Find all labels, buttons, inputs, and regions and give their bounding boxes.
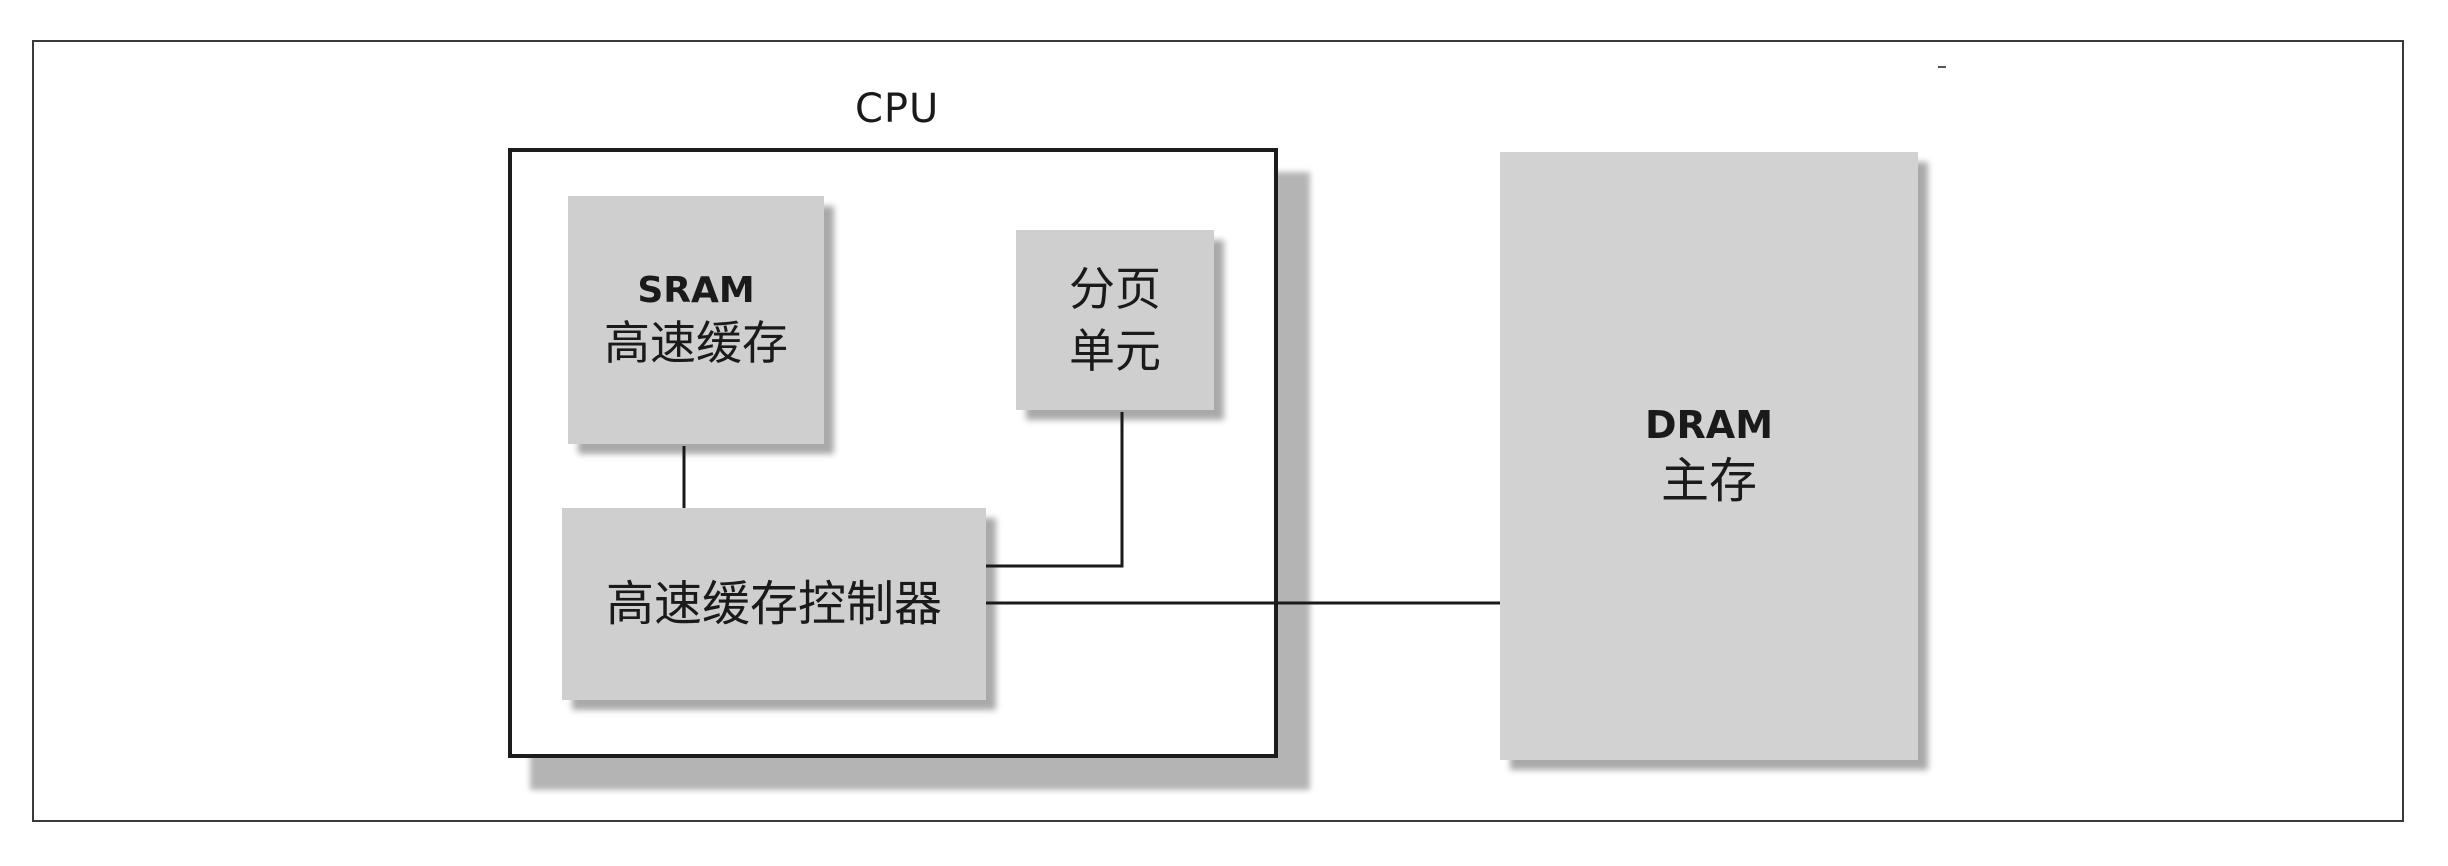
scan-mark: [1938, 66, 1946, 68]
paging-unit-line2: 单元: [1069, 324, 1161, 378]
dram-subtitle: 主存: [1660, 452, 1757, 509]
sram-title: SRAM: [637, 269, 755, 311]
dram-title: DRAM: [1644, 403, 1774, 448]
figure-frame: [32, 40, 2404, 822]
cache-controller-block: 高速缓存控制器: [562, 508, 986, 700]
paging-unit-line1: 分页: [1069, 261, 1161, 316]
sram-subtitle: 高速缓存: [604, 315, 788, 370]
cpu-label: CPU: [855, 86, 940, 132]
sram-cache-block: SRAM 高速缓存: [568, 196, 824, 444]
dram-main-memory-block: DRAM 主存: [1500, 152, 1918, 760]
paging-unit-block: 分页 单元: [1016, 230, 1214, 410]
cache-controller-label: 高速缓存控制器: [605, 576, 942, 632]
